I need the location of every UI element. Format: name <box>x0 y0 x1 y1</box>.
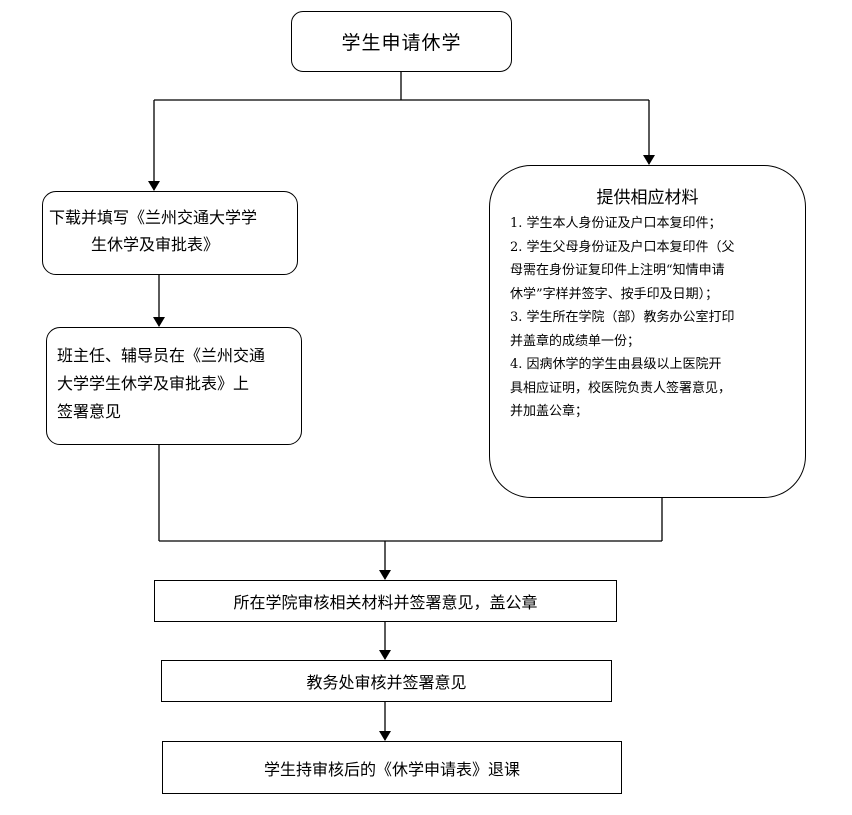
node-teacher-sign-line2: 大学学生休学及审批表》上 <box>57 374 250 393</box>
node-materials: 提供相应材料 1. 学生本人身份证及户口本复印件； 2. 学生父母身份证及户口本… <box>489 165 806 498</box>
node-academic-affairs-review-label: 教务处审核并签署意见 <box>306 673 467 692</box>
materials-line: 4. 因病休学的学生由县级以上医院开 <box>510 357 722 372</box>
materials-line: 2. 学生父母身份证及户口本复印件（父 <box>510 239 735 255</box>
node-teacher-sign-line1: 班主任、辅导员在《兰州交通 <box>57 346 266 365</box>
node-teacher-sign: 班主任、辅导员在《兰州交通 大学学生休学及审批表》上 签署意见 <box>46 327 302 445</box>
node-drop-courses: 学生持审核后的《休学申请表》退课 <box>162 741 622 794</box>
node-drop-courses-label: 学生持审核后的《休学申请表》退课 <box>263 759 520 779</box>
materials-line: 3. 学生所在学院（部）教务办公室打印 <box>510 310 735 325</box>
materials-line: 休学”字样并签字、按手印及日期）； <box>510 286 719 302</box>
materials-line: 具相应证明，校医院负责人签署意见， <box>510 380 732 396</box>
node-download-form-line2: 生休学及审批表》 <box>91 235 220 254</box>
node-materials-title: 提供相应材料 <box>596 188 699 208</box>
materials-line: 并盖章的成绩单一份； <box>510 333 641 349</box>
node-student-apply-label: 学生申请休学 <box>341 32 462 54</box>
node-academic-affairs-review: 教务处审核并签署意见 <box>161 660 612 702</box>
materials-line: 1. 学生本人身份证及户口本复印件； <box>510 216 722 231</box>
node-student-apply: 学生申请休学 <box>291 11 512 72</box>
node-college-review: 所在学院审核相关材料并签署意见，盖公章 <box>154 580 617 622</box>
node-teacher-sign-line3: 签署意见 <box>57 402 122 421</box>
materials-line: 并加盖公章； <box>510 404 589 419</box>
materials-line: 母需在身份证复印件上注明“知情申请 <box>510 263 725 278</box>
node-college-review-label: 所在学院审核相关材料并签署意见，盖公章 <box>233 593 538 612</box>
node-download-form: 下载并填写《兰州交通大学学 生休学及审批表》 <box>42 191 298 275</box>
node-download-form-line1: 下载并填写《兰州交通大学学 <box>49 208 258 227</box>
